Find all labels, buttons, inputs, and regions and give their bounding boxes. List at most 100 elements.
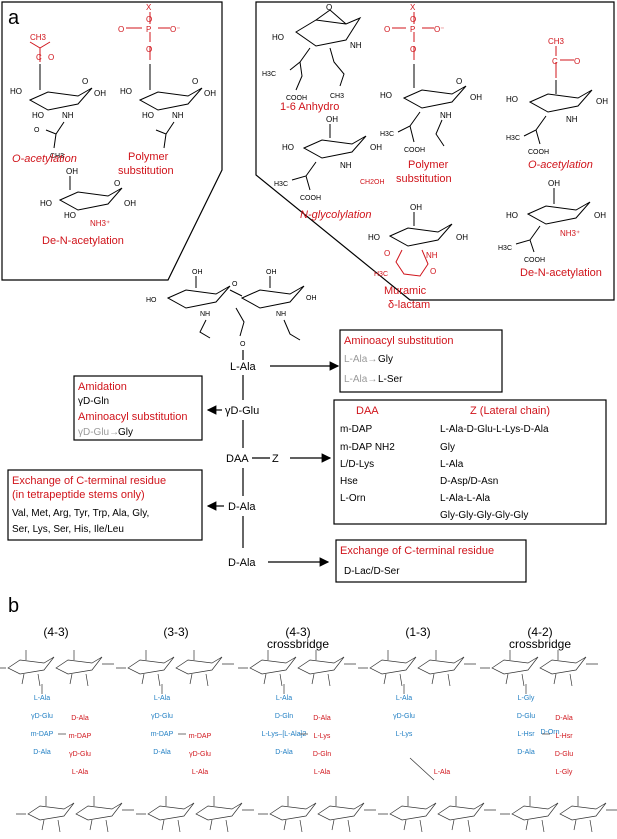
svg-text:P: P — [146, 25, 151, 34]
glycan-strand — [16, 796, 134, 833]
panel-b-top-residue: L-Gly — [518, 695, 535, 702]
sugar-o-acetyl-left: CH3 C O HO HO O OH NH CH3 O — [10, 33, 106, 160]
panel-b-top-residue: γD-Glu — [151, 713, 173, 720]
svg-text:Gly: Gly — [440, 442, 455, 453]
glycan-strand — [116, 650, 234, 687]
svg-text:C: C — [552, 57, 558, 66]
svg-text:O: O — [192, 77, 198, 86]
svg-text:O⁻: O⁻ — [170, 25, 180, 34]
panel-b-header: (1-3) — [405, 625, 430, 639]
svg-text:O: O — [118, 25, 124, 34]
svg-text:NH: NH — [440, 111, 452, 120]
svg-text:OH: OH — [410, 203, 422, 212]
panel-b-top-residue: L-Ala — [154, 695, 170, 702]
glycan-strand — [136, 796, 254, 833]
svg-text:COOH: COOH — [300, 195, 321, 202]
svg-text:OH: OH — [594, 211, 606, 220]
svg-text:HO: HO — [32, 111, 44, 120]
svg-text:HO: HO — [40, 199, 52, 208]
amidation-box — [73, 375, 203, 441]
daa-box — [333, 399, 607, 525]
svg-text:NH: NH — [62, 111, 74, 120]
exchange-right-box — [335, 539, 527, 583]
svg-text:CH3: CH3 — [30, 33, 47, 42]
sugar-polymer-right: X P O O O⁻ O HO O OH NH H3C COOH — [380, 3, 482, 154]
svg-text:HO: HO — [380, 91, 392, 100]
svg-text:O⁻: O⁻ — [434, 25, 444, 34]
sugar-lactam: OH HO OH O NH O H3C — [368, 203, 468, 278]
panel-b-bottom-residue: D-Ala — [313, 715, 331, 722]
daa-col2-title: Z (Lateral chain) — [470, 405, 550, 417]
panel-b-top-residue: D-Ala — [33, 749, 51, 756]
sugar-anhydro: O HO NH H3C COOH CH3 — [262, 3, 362, 102]
svg-text:O: O — [146, 15, 152, 24]
panel-b-top-residue: L-Ala — [34, 695, 50, 702]
svg-text:NH: NH — [566, 115, 578, 124]
left-mod-o-acetylation: O-acetylation — [12, 153, 77, 165]
aminoacyl-top-box — [339, 329, 503, 393]
panel-b-bottom-residue: γD-Glu — [69, 751, 91, 758]
panel-b-bottom-residue: D-Ala — [555, 715, 573, 722]
svg-text:NH: NH — [172, 111, 184, 120]
panel-b-header: (3-3) — [163, 625, 188, 639]
svg-text:O: O — [384, 249, 390, 258]
sugar-n-glycolyl: OH HO OH NH H3C COOH CH2OH — [274, 115, 385, 202]
svg-text:HO: HO — [506, 211, 518, 220]
svg-text:OH: OH — [204, 89, 216, 98]
panel-b-bottom-residue: D-Gln — [313, 751, 331, 758]
exchange-left-title2: (in tetrapeptide stems only) — [12, 489, 145, 501]
glycan-strand — [500, 796, 617, 833]
glycan-strand — [258, 796, 376, 833]
panel-b-label: b — [8, 595, 19, 617]
svg-text:CH3: CH3 — [50, 153, 64, 160]
svg-text:HO: HO — [142, 111, 154, 120]
aminoacyl-top-row1-gray: L-Ala→ — [344, 354, 377, 365]
amidation-title: Amidation — [78, 381, 127, 393]
right-mod-anhydro: 1-6 Anhydro — [280, 101, 339, 113]
left-mod-box — [1, 1, 223, 281]
panel-b-header: (4-3) — [43, 625, 68, 639]
svg-text:H3C: H3C — [506, 135, 520, 142]
amidation-row2: Gly — [118, 427, 133, 438]
glycan-strand — [480, 650, 598, 687]
panel-b-bottom-residue: m-DAP — [69, 733, 92, 740]
right-mod-lactam-line2: δ-lactam — [388, 299, 430, 311]
stem-d-ala-2: D-Ala — [228, 557, 256, 569]
svg-text:NH: NH — [340, 161, 352, 170]
amidation-row1: γD-Gln — [78, 396, 109, 407]
svg-text:OH: OH — [596, 97, 608, 106]
panel-b-top-residue: L-Hsr — [517, 731, 535, 738]
svg-text:H3C: H3C — [498, 245, 512, 252]
aminoacyl-top-title: Aminoacyl substitution — [344, 335, 453, 347]
central-disaccharide: OH OH HO OH O NH NH O — [146, 269, 317, 348]
svg-text:O: O — [326, 3, 332, 12]
panel-b-top-residue: γD-Glu — [393, 713, 415, 720]
right-mod-polymer-line1: Polymer — [408, 159, 449, 171]
svg-text:COOH: COOH — [524, 257, 545, 264]
svg-text:CH2OH: CH2OH — [360, 179, 385, 186]
svg-text:m-DAP: m-DAP — [340, 424, 373, 435]
svg-text:H3C: H3C — [380, 131, 394, 138]
svg-text:NH3⁺: NH3⁺ — [90, 219, 110, 228]
panel-b-top-residue: m-DAP — [151, 731, 174, 738]
sugar-de-n-acetyl-right: OH HO OH NH3⁺ H3C COOH — [498, 179, 606, 264]
panel-b-bottom-residue: L-Ala — [314, 769, 330, 776]
svg-text:L-Ala: L-Ala — [440, 459, 464, 470]
left-mod-polymer-line1: Polymer — [128, 151, 169, 163]
svg-text:O: O — [456, 77, 462, 86]
panel-b-bottom-residue: L-Gly — [556, 769, 573, 776]
cross-link — [409, 757, 435, 781]
stem-d-ala-1: D-Ala — [228, 501, 256, 513]
svg-text:HO: HO — [506, 95, 518, 104]
svg-text:O: O — [34, 127, 40, 134]
panel-b-header: (4-2) — [527, 625, 552, 639]
panel-b-top-residue: D-Ala — [153, 749, 171, 756]
svg-text:OH: OH — [370, 143, 382, 152]
svg-text:COOH: COOH — [286, 95, 307, 102]
sugar-polymer-left: X P O O O⁻ O HO HO O OH NH — [118, 3, 216, 149]
svg-text:OH: OH — [326, 115, 338, 124]
right-mod-n-glycolylation: N-glycolylation — [300, 209, 372, 221]
panel-b-top-residue: L-Lys — [396, 731, 413, 738]
svg-text:O: O — [114, 179, 120, 188]
exchange-left-title1: Exchange of C-terminal residue — [12, 475, 166, 487]
